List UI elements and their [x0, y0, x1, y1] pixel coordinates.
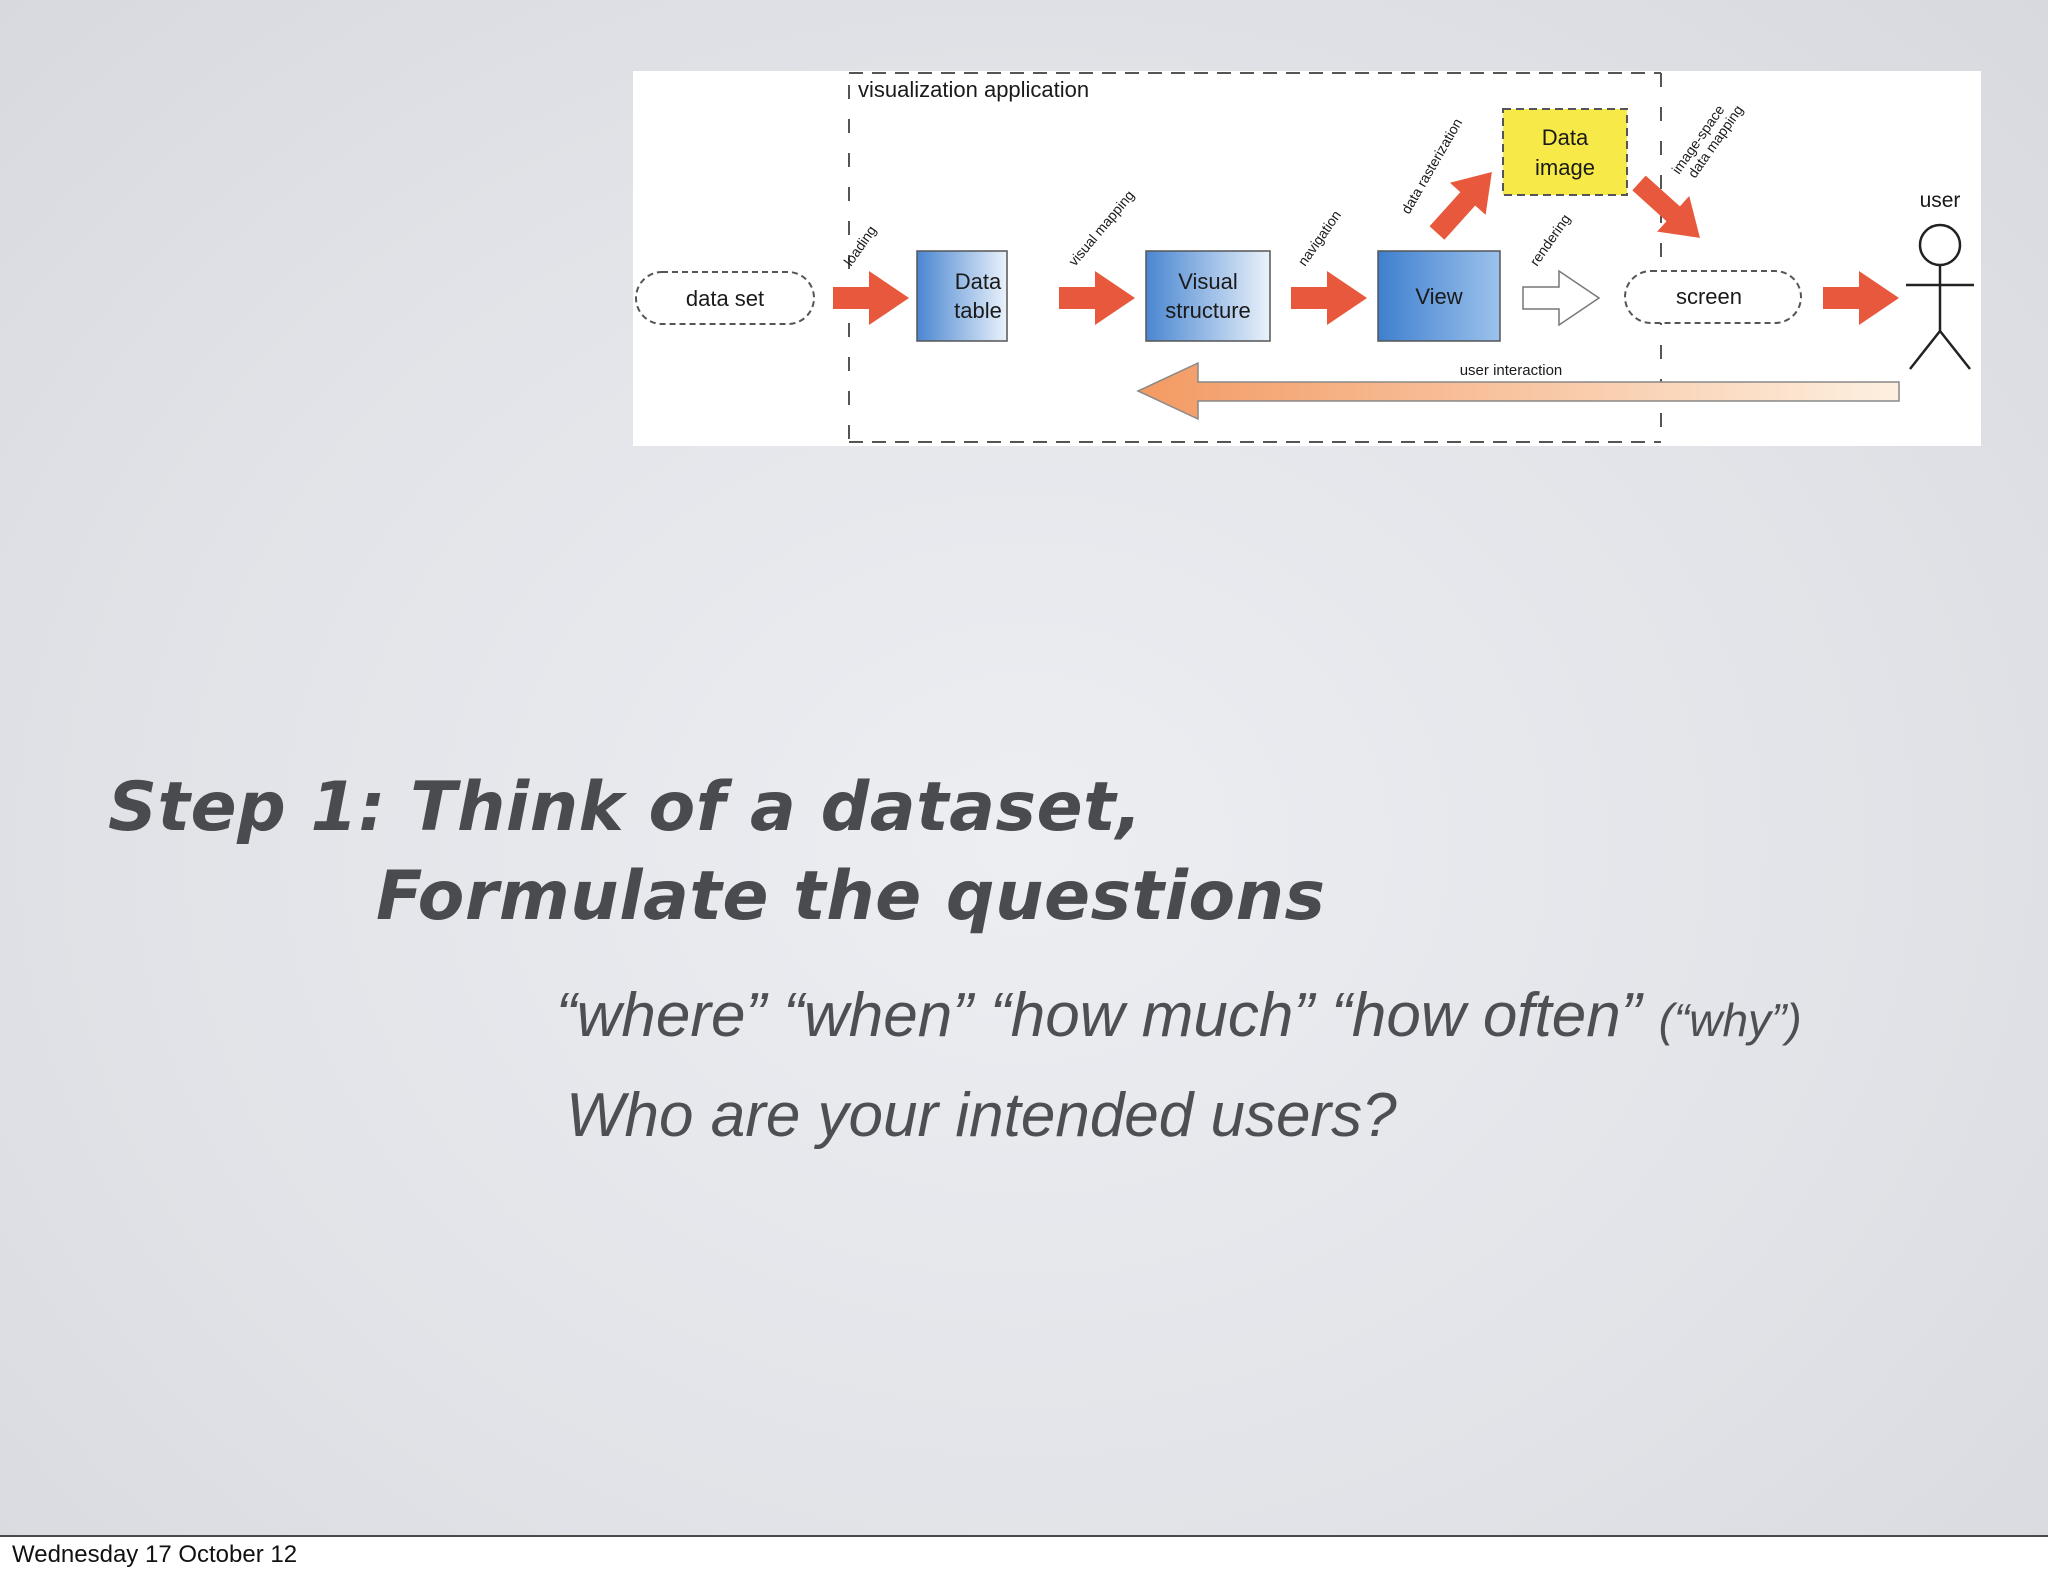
rendering-arrow-icon — [1522, 269, 1601, 327]
view-label: View — [1415, 284, 1462, 309]
user-figure-icon — [1906, 223, 1974, 370]
image-space-mapping-arrow-icon — [1632, 175, 1700, 238]
slide-heading-line-2: Formulate the questions — [376, 857, 1326, 936]
slide: visualization application data set loadi… — [0, 0, 2048, 1537]
data-set-label: data set — [686, 286, 764, 311]
visual-structure-label-line1: Visual — [1178, 269, 1238, 294]
visual-mapping-arrow-icon — [1059, 271, 1135, 325]
navigation-edge-label: navigation — [1294, 207, 1344, 268]
frame-label: visualization application — [858, 77, 1089, 102]
screen-node: screen — [1624, 270, 1802, 324]
data-rasterization-arrow-icon — [1429, 172, 1492, 240]
visual-structure-label-line2: structure — [1165, 298, 1251, 323]
loading-edge-label: loading — [840, 223, 879, 269]
visualization-application-frame — [848, 72, 1662, 443]
data-set-node: data set — [635, 271, 815, 325]
questions-line: “where” “when” “how much” “how often” (“… — [556, 980, 1802, 1051]
screen-label: screen — [1676, 284, 1742, 309]
data-image-label-line1: Data — [1542, 125, 1589, 150]
screen-to-user-arrow-icon — [1823, 271, 1899, 325]
intended-users-question: Who are your intended users? — [566, 1081, 1397, 1150]
visualization-pipeline-diagram: visualization application data set loadi… — [633, 71, 1981, 446]
data-table-label-line1: Data — [955, 269, 1002, 294]
user-label: user — [1920, 189, 1961, 212]
data-image-label-line2: image — [1535, 155, 1595, 180]
questions-main-text: “where” “when” “how much” “how often” — [556, 981, 1642, 1050]
questions-aside-text: (“why”) — [1658, 994, 1802, 1046]
footer-date: Wednesday 17 October 12 — [12, 1541, 298, 1568]
data-image-node: Data image — [1502, 108, 1628, 196]
visual-structure-node: Visual structure — [1145, 250, 1271, 342]
visual-mapping-edge-label: visual mapping — [1065, 187, 1137, 269]
loading-arrow-icon — [833, 271, 909, 325]
navigation-arrow-icon — [1291, 271, 1367, 325]
view-node: View — [1377, 250, 1501, 342]
slide-heading-line-1: Step 1: Think of a dataset, — [108, 768, 1143, 847]
data-table-label-line2: table — [954, 298, 1002, 323]
data-table-node: Data table — [916, 250, 1008, 342]
rendering-edge-label: rendering — [1526, 211, 1573, 269]
user-interaction-edge-label: user interaction — [1460, 362, 1563, 379]
user-interaction-arrow-icon — [1136, 361, 1900, 421]
